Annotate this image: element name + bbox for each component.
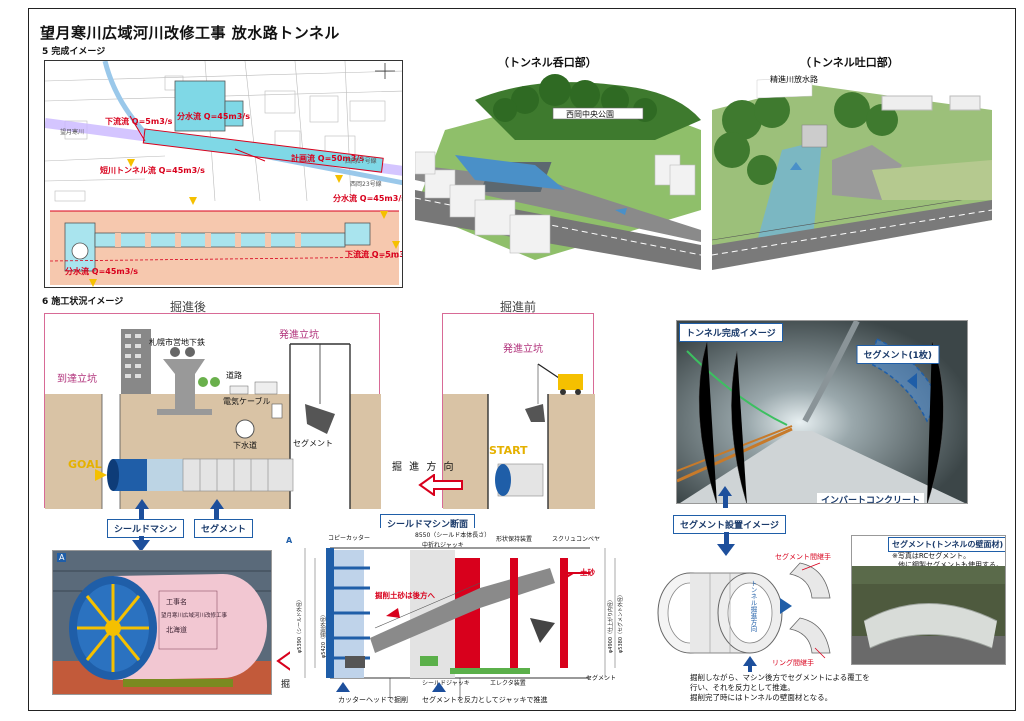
photo-plate-1: 工事名 xyxy=(166,598,187,606)
joint-label-1: セグメント間継手 xyxy=(775,553,831,561)
segment-install-tag: セグメント設置イメージ xyxy=(673,515,786,534)
subway-label: 札幌市営地下鉄 xyxy=(149,338,205,347)
segment-photo-panel: セグメント(トンネルの壁面材) ※写真はRCセグメント。 他に鋼製セグメントも使… xyxy=(851,535,1006,665)
arrow-down-icon-1 xyxy=(132,540,150,552)
arrival-shaft-label: 到達立坑 xyxy=(57,374,97,385)
arrow-stem-5 xyxy=(724,532,729,546)
soil-back-label: 掘削土砂は後方へ xyxy=(375,591,435,600)
goal-label: GOAL xyxy=(68,458,102,471)
dim-label-1: φ5420（掘削外径） xyxy=(321,611,327,658)
dim-label-4: φ5380（セグメント外径） xyxy=(618,591,624,653)
park-label: 西岡中央公園 xyxy=(566,110,614,119)
joint-label-2: リング間継手 xyxy=(772,659,814,667)
road-label: 道路 xyxy=(226,371,242,380)
segment-caption-2: 行い、それを反力として推進。 xyxy=(690,683,795,692)
direction-arrow-icon xyxy=(418,474,463,496)
before-title: 掘進前 xyxy=(500,300,537,314)
plan-label-1: 下流流 Q=5m3/s xyxy=(105,117,173,126)
arrow-down-icon-2 xyxy=(717,544,735,556)
screw-label: スクリュコンベヤ xyxy=(552,536,601,543)
street-label-1: 望月寒川 xyxy=(60,129,85,136)
before-excavation-diagram: 発進立坑 START xyxy=(442,313,595,509)
dim-label-3: φ4900（仕上がり内径） xyxy=(608,596,614,653)
arrow-up-icon-3 xyxy=(718,486,732,496)
shield-machine-photo: A 工事名 望月寒川広域河川改修工事 北海道 xyxy=(52,550,272,695)
start-label: START xyxy=(489,444,528,457)
arrow-stem-1 xyxy=(139,509,144,519)
arrow-stem-6 xyxy=(748,664,752,672)
segment-caption-3: 掘削完了時にはトンネルの壁面材となる。 xyxy=(690,693,833,702)
outlet-view-title: （トンネル吐口部） xyxy=(800,56,899,69)
sewer-label: 下水道 xyxy=(233,441,257,450)
photo-plate-3: 北海道 xyxy=(166,626,187,634)
street-label-0: 西岡17号線 xyxy=(345,158,377,165)
page-title: 望月寒川広域河川改修工事 放水路トンネル xyxy=(40,24,340,42)
plan-label-3: 短川トンネル流 Q=45m3/s xyxy=(100,166,205,175)
outlet-render: 精進川放水路 xyxy=(712,70,992,276)
plan-label-2: 計画流 Q=50m3/s xyxy=(291,154,365,163)
mid-jack-label: 中折れジャッキ xyxy=(422,542,464,549)
launch-shaft-label: 発進立坑 xyxy=(279,330,319,341)
section-marker: A xyxy=(286,536,293,545)
shield-cross-section: コピーカッター 8550（シールド本体長さ） 中折れジャッキ 形状保持装置 スク… xyxy=(286,528,625,706)
segment-note-2: 他に鋼製セグメントも使用する。 xyxy=(898,561,1003,569)
section-6-heading: 6 施工状況イメージ xyxy=(42,297,124,307)
inlet-view-title: （トンネル呑口部） xyxy=(498,56,597,69)
segment-ring-diagram: セグメント間継手 リング間継手 トンネル掘進方向 xyxy=(650,553,845,678)
arrow-stem-3 xyxy=(139,536,144,542)
length-label: 8550（シールド本体長さ） xyxy=(415,532,491,539)
inlet-render: 西岡中央公園 xyxy=(415,70,701,276)
cable-label: 電気ケーブル xyxy=(223,397,271,406)
photo-plate-2: 望月寒川広域河川改修工事 xyxy=(161,613,228,619)
segment-label: セグメント xyxy=(293,439,333,448)
section-5-heading: 5 完成イメージ xyxy=(42,47,106,57)
segment-note-1: ※写真はRCセグメント。 xyxy=(892,552,971,560)
erector-hold-label: 形状保持装置 xyxy=(496,536,533,543)
arrow-up-icon-2 xyxy=(210,499,224,509)
segment-diagram-label: トンネル掘進方向 xyxy=(749,580,757,632)
plan-label-5: 下流流 Q=5m3/s xyxy=(345,250,402,259)
arrow-stem-2 xyxy=(214,509,219,519)
page-frame xyxy=(28,8,1016,711)
plan-label-0: 分水流 Q=45m3/s xyxy=(177,112,251,121)
dim-label-2: φ5390（シールド外径） xyxy=(297,596,303,653)
direction-label: 掘 進 方 向 xyxy=(392,462,456,473)
push-caption: セグメントを反力としてジャッキで推進 xyxy=(422,696,548,704)
photo-marker: A xyxy=(57,553,67,562)
cutter-caption: カッターヘッドで掘削 xyxy=(338,696,408,704)
after-title: 掘進後 xyxy=(170,300,207,314)
seg-label: セグメント xyxy=(586,675,617,682)
segment-tag: セグメント xyxy=(194,519,254,538)
shield-machine-tag: シールドマシン xyxy=(107,519,185,538)
segment-one-tag: セグメント(1枚) xyxy=(856,345,939,364)
tunnel-complete-tag: トンネル完成イメージ xyxy=(679,323,783,342)
plan-label-4: 分水流 Q=45m3/s xyxy=(333,194,403,203)
segment-caption-1: 掘削しながら、マシン後方でセグメントによる覆工を xyxy=(690,673,870,682)
plan-label-6: 分水流 Q=45m3/s xyxy=(65,267,139,276)
segment-info-title: セグメント(トンネルの壁面材) xyxy=(888,537,1005,552)
after-excavation-diagram: 到達立坑 発進立坑 札幌市営地下鉄 道路 電気ケーブル 下水道 セグメント GO… xyxy=(44,313,381,509)
plan-profile-map: 下流流 Q=5m3/s 分水流 Q=45m3/s 計画流 Q=50m3/s 短川… xyxy=(44,60,403,288)
invert-concrete-tag: インバートコンクリート xyxy=(817,493,925,503)
cutter-arrow-icon xyxy=(336,682,350,692)
river-label: 精進川放水路 xyxy=(770,75,818,84)
before-launch-shaft-label: 発進立坑 xyxy=(503,344,543,355)
soil-label: 土砂 xyxy=(580,568,595,577)
arrow-up-icon-1 xyxy=(135,499,149,509)
arrow-stem-4 xyxy=(723,494,728,508)
arrow-up-icon-4 xyxy=(743,656,757,666)
street-label-2: 西岡23号線 xyxy=(350,181,382,188)
tunnel-complete-image: トンネル完成イメージ セグメント(1枚) インバートコンクリート xyxy=(676,320,968,504)
push-arrow-icon xyxy=(432,682,446,692)
copy-cutter-label: コピーカッター xyxy=(328,535,371,542)
erector-label: エレクタ装置 xyxy=(490,680,526,687)
